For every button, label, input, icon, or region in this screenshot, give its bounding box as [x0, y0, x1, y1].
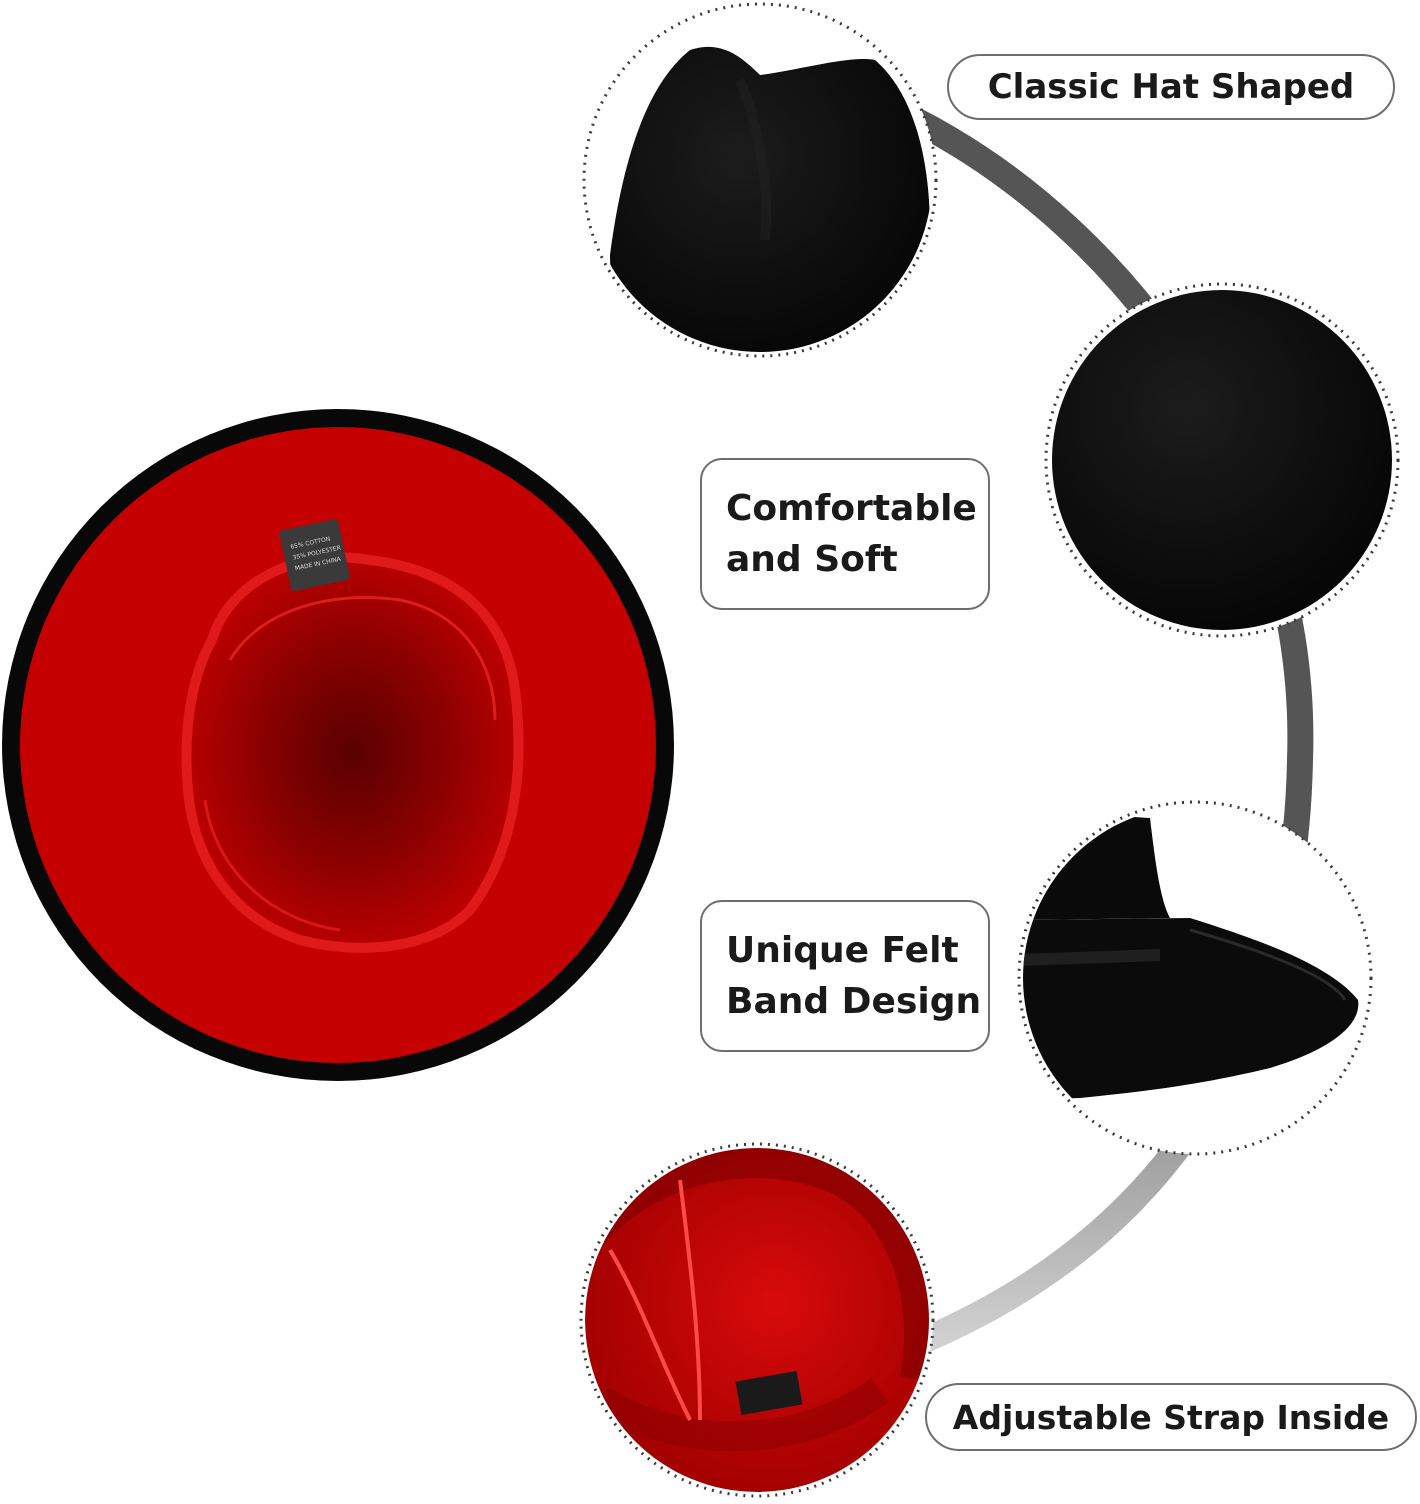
care-label-tag: 65% COTTON 35% POLYESTER MADE IN CHINA [279, 519, 350, 592]
connector-arc [902, 107, 1314, 1353]
feature-label-classic-shape: Classic Hat Shaped [947, 54, 1395, 120]
feature-label-line-2: and Soft [726, 539, 898, 580]
hat-underside-photo: 65% COTTON 35% POLYESTER MADE IN CHINA [2, 409, 674, 1081]
feature-label-line-1: Unique Felt [726, 930, 959, 971]
feature-label-line-2: Band Design [726, 981, 982, 1022]
feature-label-adjustable-strap: Adjustable Strap Inside [925, 1383, 1417, 1451]
feature-label-felt-band: Unique Felt Band Design [700, 900, 990, 1052]
feature-label-text: Classic Hat Shaped [987, 67, 1355, 107]
felt-texture-photo [1044, 282, 1400, 638]
hat-brim-band-photo [1017, 800, 1373, 1156]
feature-label-comfortable: Comfortable and Soft [700, 458, 990, 610]
hat-interior-strap-photo [579, 1142, 935, 1498]
feature-label-text: Adjustable Strap Inside [952, 1397, 1390, 1437]
feature-label-line-1: Comfortable [726, 488, 977, 529]
hat-crown-photo [582, 2, 938, 358]
